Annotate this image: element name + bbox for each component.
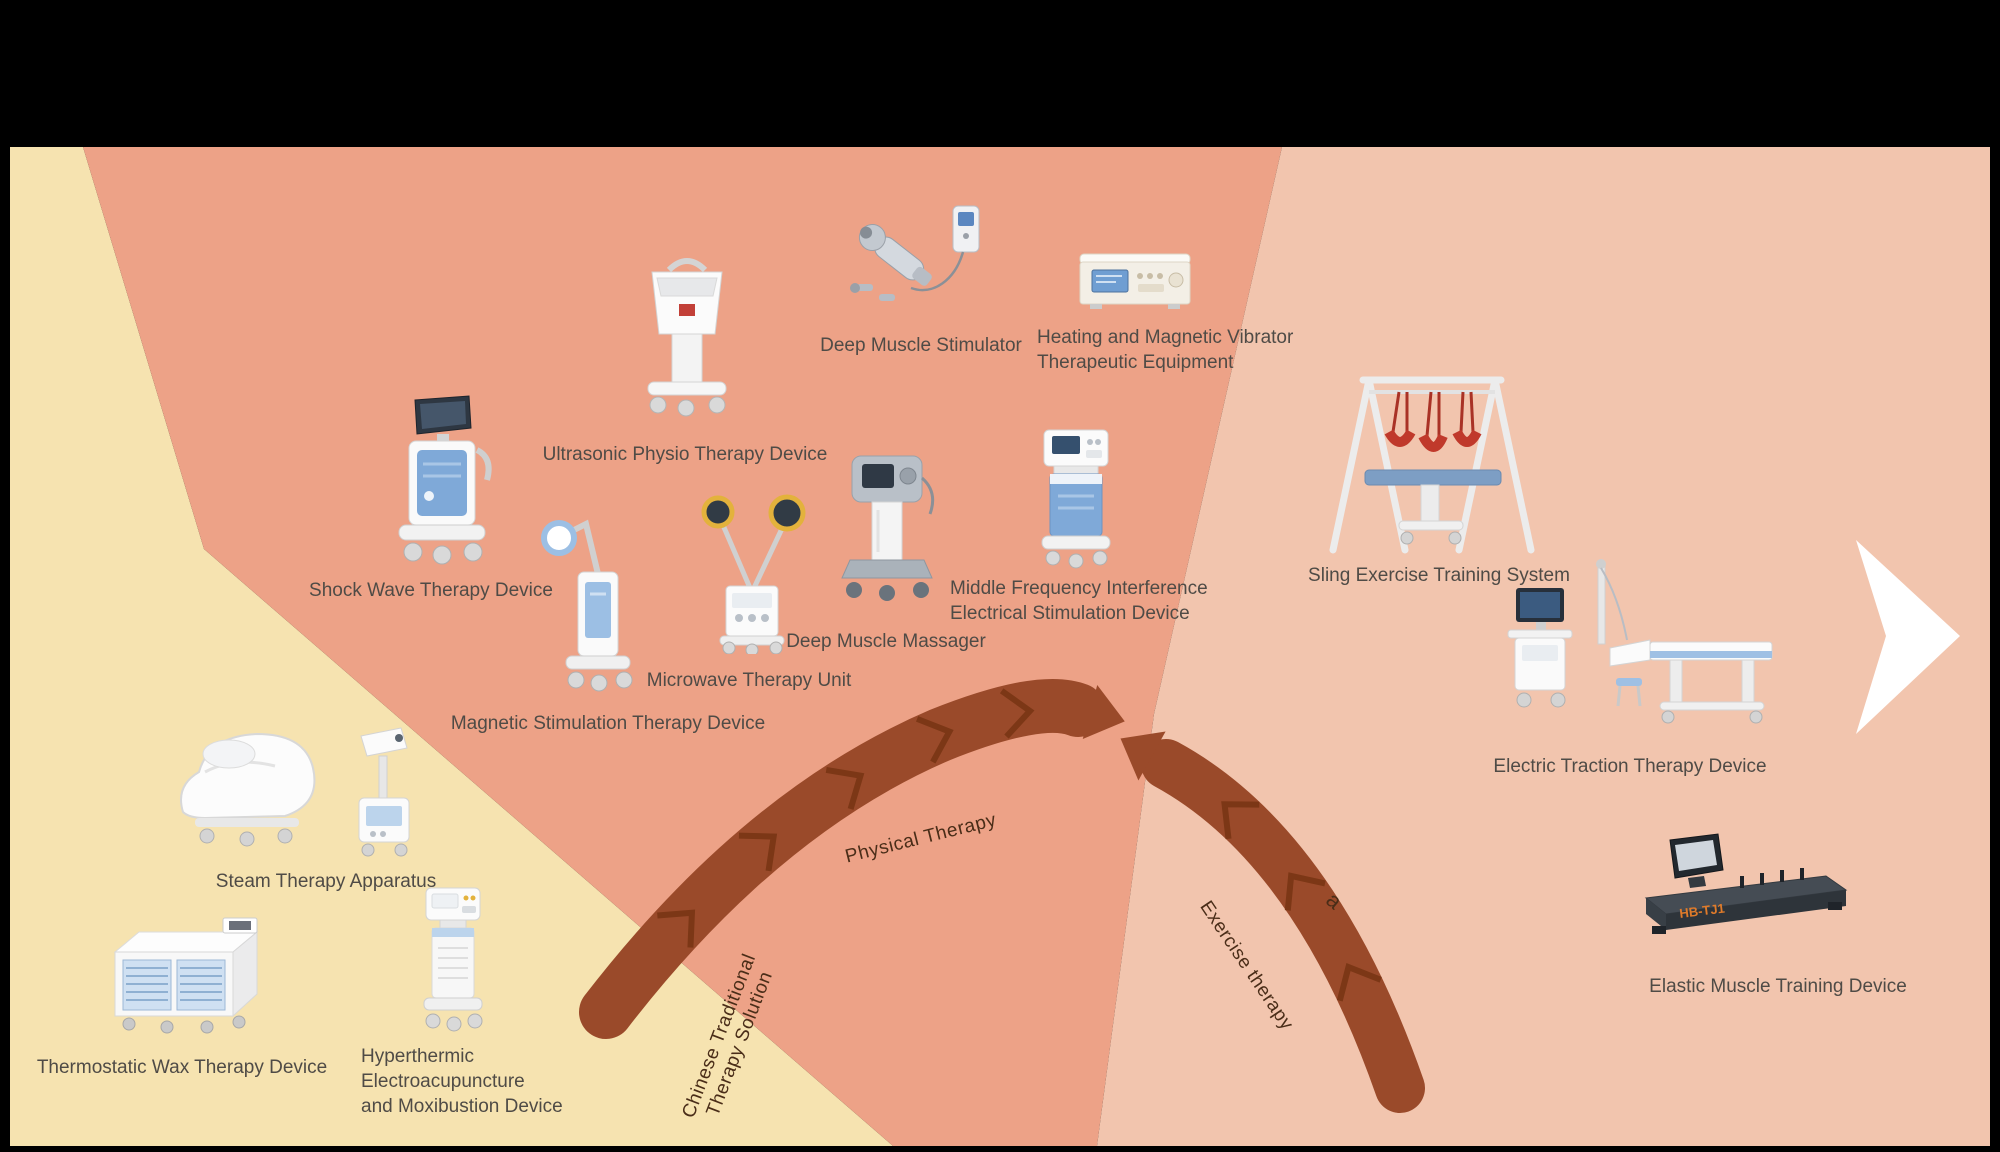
middle-frequency-device-svg: [1041, 429, 1111, 569]
heating-magnetic-vibrator-image: [1072, 242, 1202, 322]
label-middle-frequency-line1: Middle Frequency Interference: [950, 578, 1208, 599]
deep-muscle-massager-svg: [841, 455, 935, 601]
exercise-therapy-arc: [1120, 731, 1425, 1113]
region-physical-therapy: [83, 147, 1282, 1146]
label-heating-line1: Heating and Magnetic Vibrator: [1037, 327, 1294, 348]
elastic-training-image: HB-TJ1: [1628, 818, 1866, 950]
microwave-paddle-right: [768, 494, 806, 532]
hyperthermic-device-image: [410, 882, 498, 1042]
label-middle-frequency: Middle Frequency Interference Electrical…: [950, 576, 1208, 626]
hyperthermic-device-svg: [423, 887, 483, 1032]
label-microwave: Microwave Therapy Unit: [646, 670, 852, 691]
elastic-training-svg: HB-TJ1: [1644, 833, 1848, 934]
label-ultrasonic: Ultrasonic Physio Therapy Device: [542, 444, 828, 465]
elastic-device-badge: HB-TJ1: [1679, 901, 1726, 921]
microwave-unit-image: [692, 486, 810, 657]
shock-wave-device-image: [385, 392, 500, 577]
region-traditional-therapy: [10, 147, 893, 1146]
steam-therapy-svg: [180, 727, 410, 857]
electric-traction-svg: [1507, 559, 1773, 724]
sling-straps: [1391, 391, 1475, 437]
label-middle-frequency-line2: Electrical Stimulation Device: [950, 603, 1190, 625]
label-elastic-training: Elastic Muscle Training Device: [1649, 976, 1907, 997]
sling-system-svg: [1329, 376, 1535, 554]
thermostatic-wax-image: [103, 912, 281, 1040]
shock-wave-device-svg: [398, 395, 492, 565]
microwave-unit-svg: [701, 494, 806, 657]
magnetic-coil-head: [541, 520, 577, 556]
microwave-paddle-left: [701, 495, 735, 529]
label-heating-magnetic-vibrator: Heating and Magnetic Vibrator Therapeuti…: [1037, 325, 1293, 375]
label-thermostatic-wax: Thermostatic Wax Therapy Device: [36, 1057, 328, 1078]
arc-arrowhead-left: [1082, 684, 1125, 740]
label-electric-traction: Electric Traction Therapy Device: [1493, 756, 1767, 777]
label-hyperthermic-line1: Hyperthermic: [361, 1046, 474, 1067]
label-magnetic-stimulation: Magnetic Stimulation Therapy Device: [450, 713, 766, 734]
label-heating-line2: Therapeutic Equipment: [1037, 352, 1234, 374]
arc-chevrons-left: [657, 688, 1035, 948]
heating-magnetic-vibrator-svg: [1079, 253, 1191, 309]
label-deep-muscle-massager: Deep Muscle Massager: [786, 631, 986, 652]
deep-muscle-stimulator-svg: [850, 205, 980, 301]
arc-chevrons-right: [1221, 801, 1382, 1002]
label-hyperthermic-line2: Electroacupuncture: [361, 1071, 525, 1093]
label-hyperthermic: Hyperthermic Electroacupuncture and Moxi…: [361, 1044, 563, 1119]
ultrasonic-device-image: [622, 250, 752, 428]
deep-muscle-massager-image: [834, 448, 942, 616]
magnetic-stimulation-device-image: [532, 500, 647, 705]
middle-frequency-device-image: [1030, 424, 1122, 572]
label-hyperthermic-line3: and Moxibustion Device: [361, 1096, 563, 1118]
label-steam-therapy: Steam Therapy Apparatus: [215, 871, 437, 892]
ultrasonic-device-svg: [647, 258, 727, 417]
label-sling-system: Sling Exercise Training System: [1308, 565, 1570, 586]
label-shock-wave: Shock Wave Therapy Device: [309, 580, 553, 601]
label-deep-muscle-stimulator: Deep Muscle Stimulator: [820, 335, 1022, 356]
arc-arrowhead-right: [1120, 731, 1166, 781]
steam-therapy-image: [165, 716, 437, 858]
white-accent-wedge: [1856, 540, 1960, 734]
deep-muscle-stimulator-image: [845, 200, 995, 315]
electric-traction-image: [1498, 552, 1786, 740]
magnetic-stimulation-device-svg: [541, 519, 633, 692]
physical-therapy-arc: [579, 678, 1125, 1039]
sling-system-image: [1303, 352, 1561, 564]
thermostatic-wax-svg: [113, 917, 259, 1034]
